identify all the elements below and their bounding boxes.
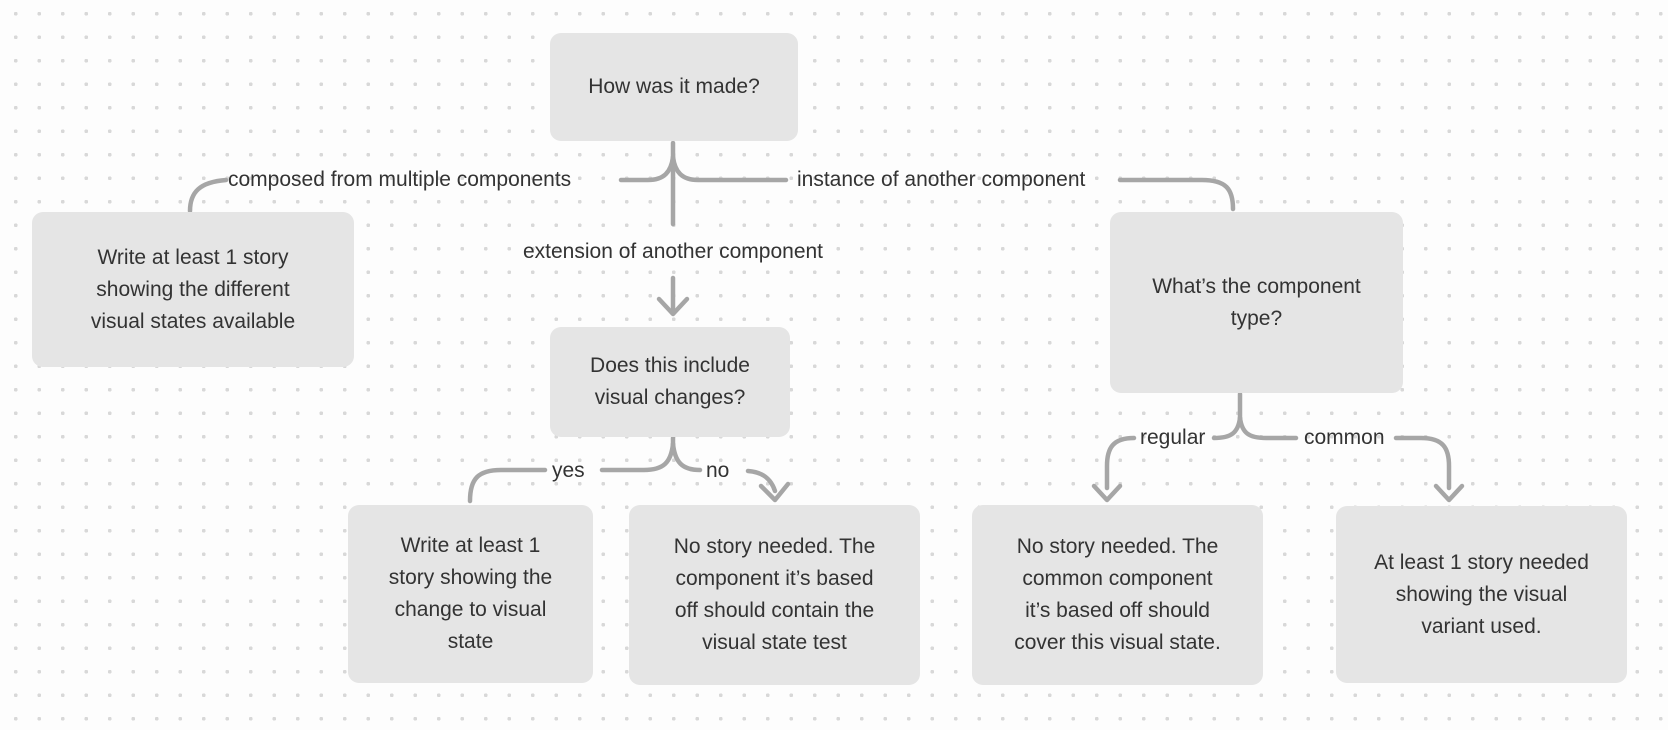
connector-instance-to-node [1117,177,1236,212]
node-visual-states-story: Write at least 1 story showing the diffe… [32,212,354,367]
connector-branch-right [670,154,789,183]
edge-label-regular: regular [1140,426,1206,449]
connector-yes-split [599,441,676,473]
node-variant-story: At least 1 story needed showing the visu… [1336,506,1627,683]
node-how-was-it-made: How was it made? [550,33,798,141]
node-visual-changes-question: Does this include visual changes? [550,327,790,437]
extension-arrowhead-icon [656,296,690,317]
edge-label-yes: yes [552,459,585,482]
node-no-story-base-component: No story needed. The component it’s base… [629,505,920,685]
connector-regular-arrow-shaft [1104,435,1137,491]
regular-arrowhead-icon [1091,483,1123,503]
connector-no-split [670,441,703,473]
connector-regular-split [1211,415,1243,441]
common-arrowhead-icon [1433,483,1465,503]
connector-no-arrow-shaft [745,468,778,494]
node-change-story: Write at least 1 story showing the chang… [348,505,593,683]
connector-branch-left [618,154,676,183]
connector-composed-to-node [187,177,229,214]
node-no-story-common-component: No story needed. The common component it… [972,505,1263,685]
edge-label-no: no [706,459,730,482]
edge-label-instance: instance of another component [797,168,1086,191]
edge-label-common: common [1304,426,1385,449]
connector-common-arrow-shaft [1393,435,1452,491]
edge-label-composed: composed from multiple components [228,168,572,191]
no-arrowhead-icon [758,481,791,503]
edge-label-extension: extension of another component [522,240,824,263]
connector-yes-to-node [467,467,548,504]
connector-common-split [1237,415,1299,441]
node-component-type-question: What’s the component type? [1110,212,1403,393]
